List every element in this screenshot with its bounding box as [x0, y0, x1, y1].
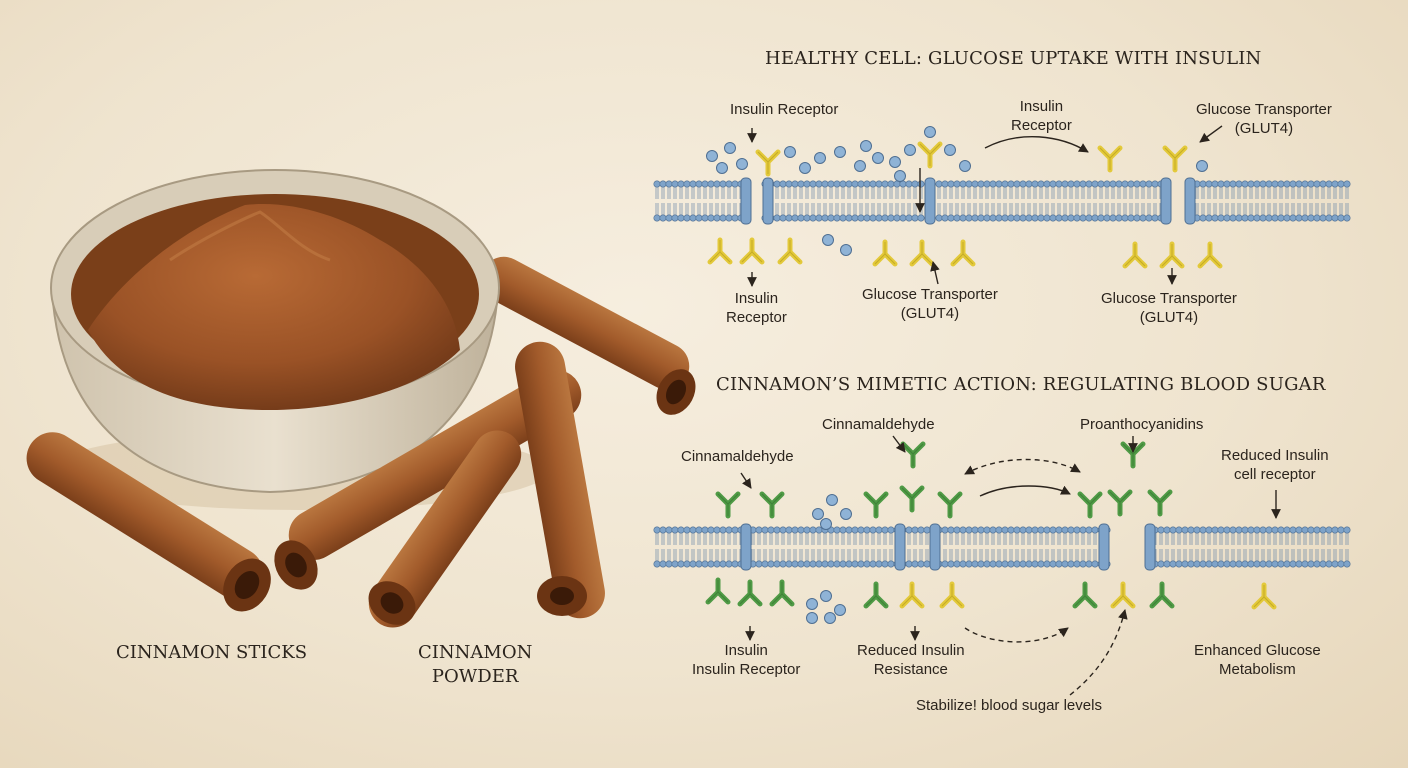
label-insulin-receptor-top-mid: Insulin Receptor — [1011, 98, 1072, 134]
cinnamon-photo — [26, 169, 696, 628]
label-glut4-bottom-right: Glucose Transporter (GLUT4) — [1101, 290, 1237, 326]
top-insulin-receptors — [707, 141, 1223, 269]
label-enhanced-glucose-metabolism: Enhanced Glucose Metabolism — [1194, 642, 1321, 678]
cinnamon-powder-label: CINNAMON POWDER — [418, 642, 533, 687]
top-glucose-molecules — [706, 126, 1208, 256]
label-stabilize-blood-sugar: Stabilize! blood sugar levels — [916, 697, 1102, 714]
label-cinnamaldehyde-mid: Cinnamaldehyde — [822, 416, 935, 433]
label-glut4-bottom-mid: Glucose Transporter (GLUT4) — [862, 286, 998, 322]
bottom-panel-title: CINNAMON’S MIMETIC ACTION: REGULATING BL… — [716, 374, 1326, 395]
top-membrane — [653, 177, 1351, 225]
label-insulin-receptor-bottom: Insulin Receptor — [726, 290, 787, 326]
label-insulin-receptor-top-left: Insulin Receptor — [730, 101, 839, 118]
bottom-arrows — [740, 435, 1281, 696]
cinnamon-stick-left — [26, 432, 271, 612]
cinnamon-sticks-label: CINNAMON STICKS — [116, 642, 308, 663]
bottom-receptors — [705, 441, 1277, 610]
label-glut4-top-right: Glucose Transporter (GLUT4) — [1196, 101, 1332, 137]
bottom-glucose-molecules — [806, 494, 852, 624]
label-cinnamaldehyde-left: Cinnamaldehyde — [681, 448, 794, 465]
cinnamon-stick-back — [480, 256, 696, 415]
label-reduced-insulin-cell-receptor: Reduced Insulin cell receptor — [1221, 447, 1329, 483]
top-panel-title: HEALTHY CELL: GLUCOSE UPTAKE WITH INSULI… — [765, 48, 1262, 69]
bottom-membrane — [653, 523, 1351, 571]
label-proanthocyanidins: Proanthocyanidins — [1080, 416, 1204, 433]
bowl — [50, 169, 500, 494]
label-reduced-insulin-resistance: Reduced Insulin Resistance — [857, 642, 965, 678]
cinnamon-stick-cluster — [274, 341, 605, 628]
label-insulin-insulin-receptor: Insulin Insulin Receptor — [692, 642, 801, 678]
top-arrows — [747, 125, 1223, 287]
